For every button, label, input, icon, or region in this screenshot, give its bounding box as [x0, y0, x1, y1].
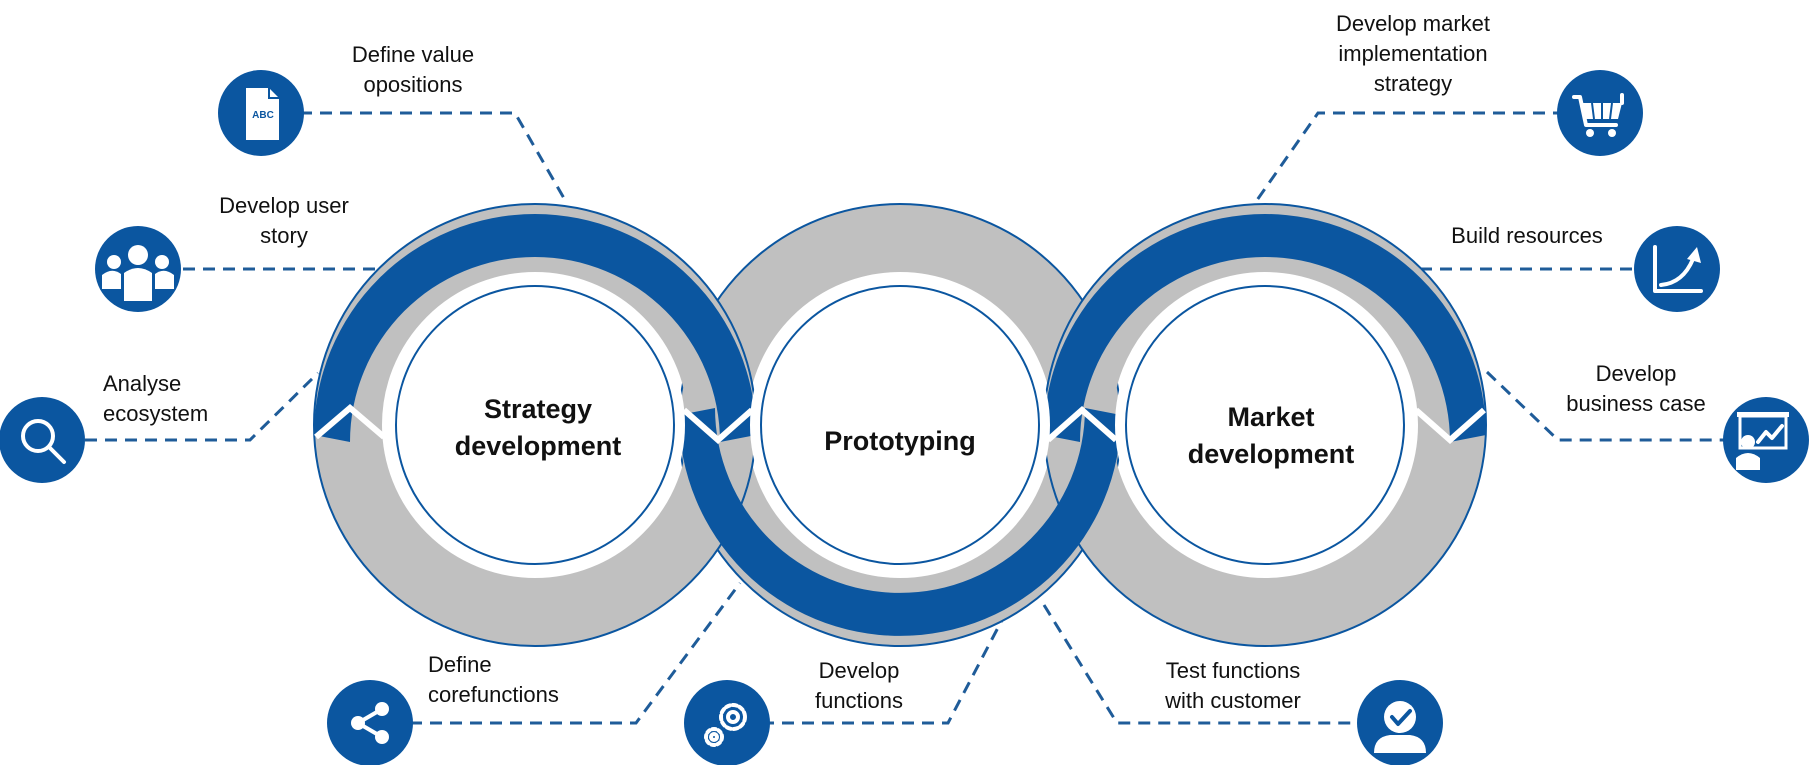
build-resources-label: Build resources [1451, 223, 1603, 248]
share-icon [327, 680, 413, 765]
connectors [85, 111, 1725, 725]
connector-value-propositions [300, 111, 567, 201]
strategy-ring-blue-top [314, 214, 756, 442]
develop-functions-label-line1: Develop [819, 658, 900, 683]
connector-core-functions [410, 582, 742, 725]
business-case-label-line2: business case [1566, 391, 1705, 416]
strategy-inner-disc [385, 275, 685, 575]
test-functions-label-line1: Test functions [1166, 658, 1301, 683]
strategy-title-line2: development [455, 431, 622, 461]
prototyping-inner-disc [750, 275, 1050, 575]
prototyping-title: Prototyping [824, 426, 975, 456]
rings [313, 203, 1487, 647]
market-inner-disc [1115, 275, 1415, 575]
market-strategy-label-line3: strategy [1374, 71, 1452, 96]
analyse-ecosystem-label-line1: Analyse [103, 371, 181, 396]
step-labels: Define value opositions Develop user sto… [103, 11, 1706, 713]
core-functions-label-line2: corefunctions [428, 682, 559, 707]
user-story-label-line1: Develop user [219, 193, 349, 218]
analyse-ecosystem-label-line2: ecosystem [103, 401, 208, 426]
value-propositions-label-line1: Define value [352, 42, 474, 67]
arrow-notch-right [1414, 407, 1486, 445]
test-functions-label-line2: with customer [1164, 688, 1301, 713]
growth-chart-icon [1634, 226, 1720, 312]
develop-functions-label-line2: functions [815, 688, 903, 713]
gears-icon [684, 680, 770, 765]
market-ring-blue-top [1044, 214, 1486, 442]
connector-analyse-ecosystem [85, 371, 320, 442]
business-case-label-line1: Develop [1596, 361, 1677, 386]
magnifier-icon [0, 397, 85, 483]
connector-business-case [1485, 370, 1725, 442]
connector-develop-functions [762, 619, 1004, 725]
arrow-notch-left [314, 404, 386, 440]
svg-text:ABC: ABC [252, 110, 274, 121]
connector-test-functions [1042, 604, 1356, 725]
arrow-notch-mid-right [1046, 405, 1118, 443]
market-strategy-label-line1: Develop market [1336, 11, 1490, 36]
market-inner-line [1125, 285, 1405, 565]
shopping-cart-icon [1557, 70, 1643, 156]
market-strategy-label-line2: implementation [1338, 41, 1487, 66]
arrow-notch-mid-left [682, 407, 754, 445]
core-functions-label-line1: Define [428, 652, 492, 677]
prototyping-inner-line [760, 285, 1040, 565]
circle-titles: Strategy development Prototyping Market … [455, 394, 1355, 469]
strategy-title-line1: Strategy [484, 394, 592, 424]
strategy-inner-line [395, 285, 675, 565]
prototyping-ring-blue-bottom [679, 408, 1121, 636]
user-check-icon [1357, 680, 1443, 765]
document-abc-icon: ABC [218, 70, 304, 156]
people-group-icon [95, 226, 181, 312]
market-title-line1: Market [1227, 402, 1314, 432]
presentation-icon [1723, 397, 1809, 483]
connector-market-strategy [1253, 111, 1565, 204]
value-propositions-label-line2: opositions [363, 72, 462, 97]
market-title-line2: development [1188, 439, 1355, 469]
user-story-label-line2: story [260, 223, 308, 248]
